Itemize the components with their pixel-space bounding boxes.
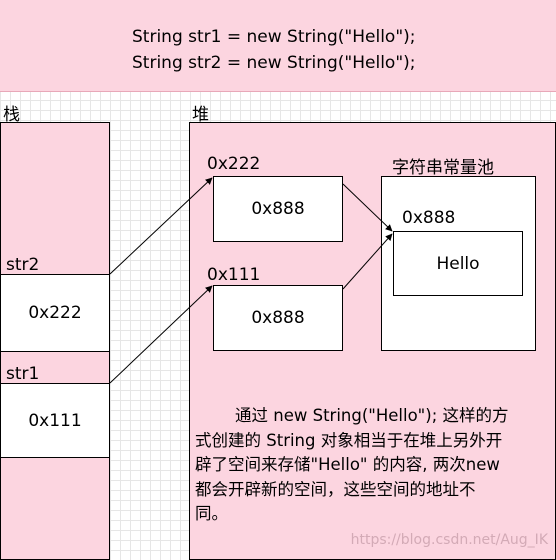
stack-slot-str2: 0x222 <box>0 274 110 352</box>
heap-note-line: 同。 <box>195 504 228 523</box>
heap-obj-top-value: 0x888 <box>251 199 305 219</box>
heap-obj-bottom-value: 0x888 <box>251 308 305 328</box>
stack-slot-str1: 0x111 <box>0 383 110 458</box>
heap-note-line: 辟了空间来存储"Hello" 的内容, 两次new <box>195 455 500 474</box>
watermark: https://blog.csdn.net/Aug_IK <box>350 532 548 548</box>
stack-str2-value: 0x222 <box>28 303 82 323</box>
heap-label: 堆 <box>192 105 209 125</box>
heap-note-line: 式创建的 String 对象相当于在堆上另外开 <box>195 430 503 450</box>
stack-str1-name: str1 <box>6 364 40 384</box>
heap-object-top: 0x888 <box>213 176 343 242</box>
code-line-2: String str2 = new String("Hello"); <box>132 53 416 73</box>
arrow-obj-bottom-to-pool <box>342 233 393 290</box>
heap-note-line: 通过 new String("Hello"); 这样的方 <box>235 406 509 425</box>
stack-label: 栈 <box>3 105 20 125</box>
arrow-str1-to-obj-bottom <box>109 285 213 384</box>
code-line-1: String str1 = new String("Hello"); <box>132 27 416 47</box>
string-pool-label: 字符串常量池 <box>392 158 494 178</box>
heap-note-line: 都会开辟新的空间，这些空间的地址不 <box>195 479 476 499</box>
arrow-obj-top-to-pool <box>342 183 393 232</box>
heap-object-bottom: 0x888 <box>213 285 343 351</box>
string-pool-address: 0x888 <box>402 208 456 228</box>
stack-str1-value: 0x111 <box>28 410 82 431</box>
heap-obj-bottom-address: 0x111 <box>207 265 261 285</box>
heap-obj-top-address: 0x222 <box>207 154 261 174</box>
string-pool-value: Hello <box>436 253 480 274</box>
code-banner: String str1 = new String("Hello"); Strin… <box>0 0 556 92</box>
string-pool-entry: Hello <box>393 231 523 296</box>
stack-str2-name: str2 <box>6 255 40 275</box>
arrow-str2-to-obj-top <box>109 177 213 275</box>
heap-note: 通过 new String("Hello"); 这样的方 式创建的 String… <box>195 404 551 527</box>
